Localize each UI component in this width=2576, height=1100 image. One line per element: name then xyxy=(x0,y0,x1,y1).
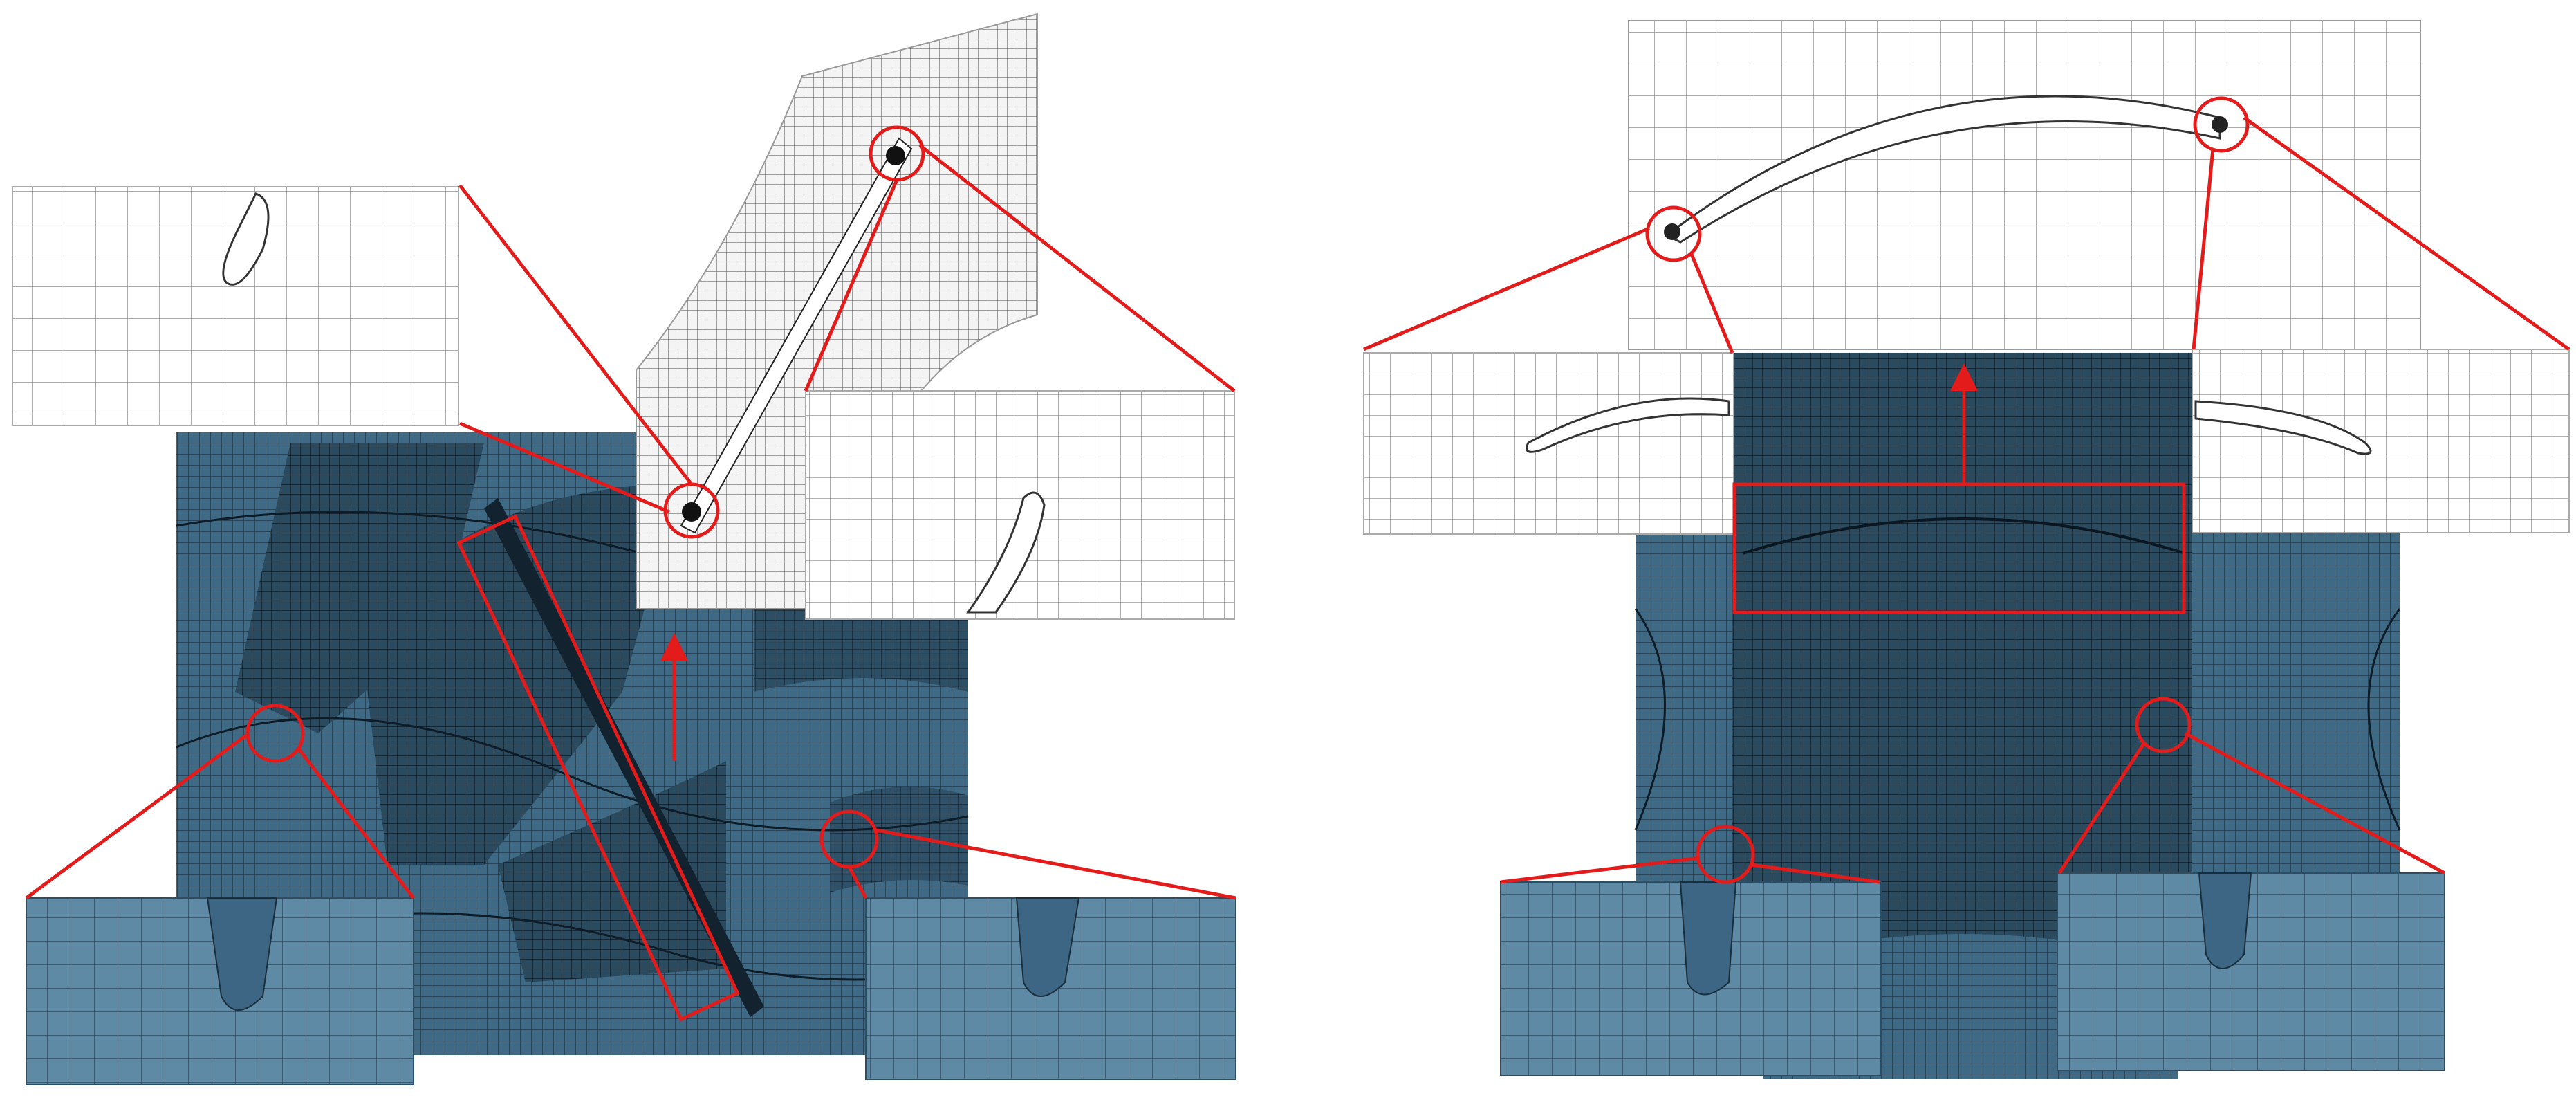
right-wire-main xyxy=(1628,20,2421,350)
left-inset-top-left xyxy=(12,186,459,426)
right-inset-top-right xyxy=(2192,349,2570,533)
right-inset-bottom-left xyxy=(1500,881,1882,1076)
right-inset-top-left xyxy=(1363,352,1734,535)
right-inset-bottom-right xyxy=(2057,872,2445,1071)
left-callouts xyxy=(25,125,1236,1022)
left-inset-top-right xyxy=(805,390,1235,620)
right-panel xyxy=(1363,20,2570,1079)
right-callouts xyxy=(1363,96,2570,884)
left-inset-bottom-right xyxy=(865,897,1236,1080)
left-inset-bottom-left xyxy=(26,897,414,1085)
left-panel xyxy=(12,12,1236,1085)
